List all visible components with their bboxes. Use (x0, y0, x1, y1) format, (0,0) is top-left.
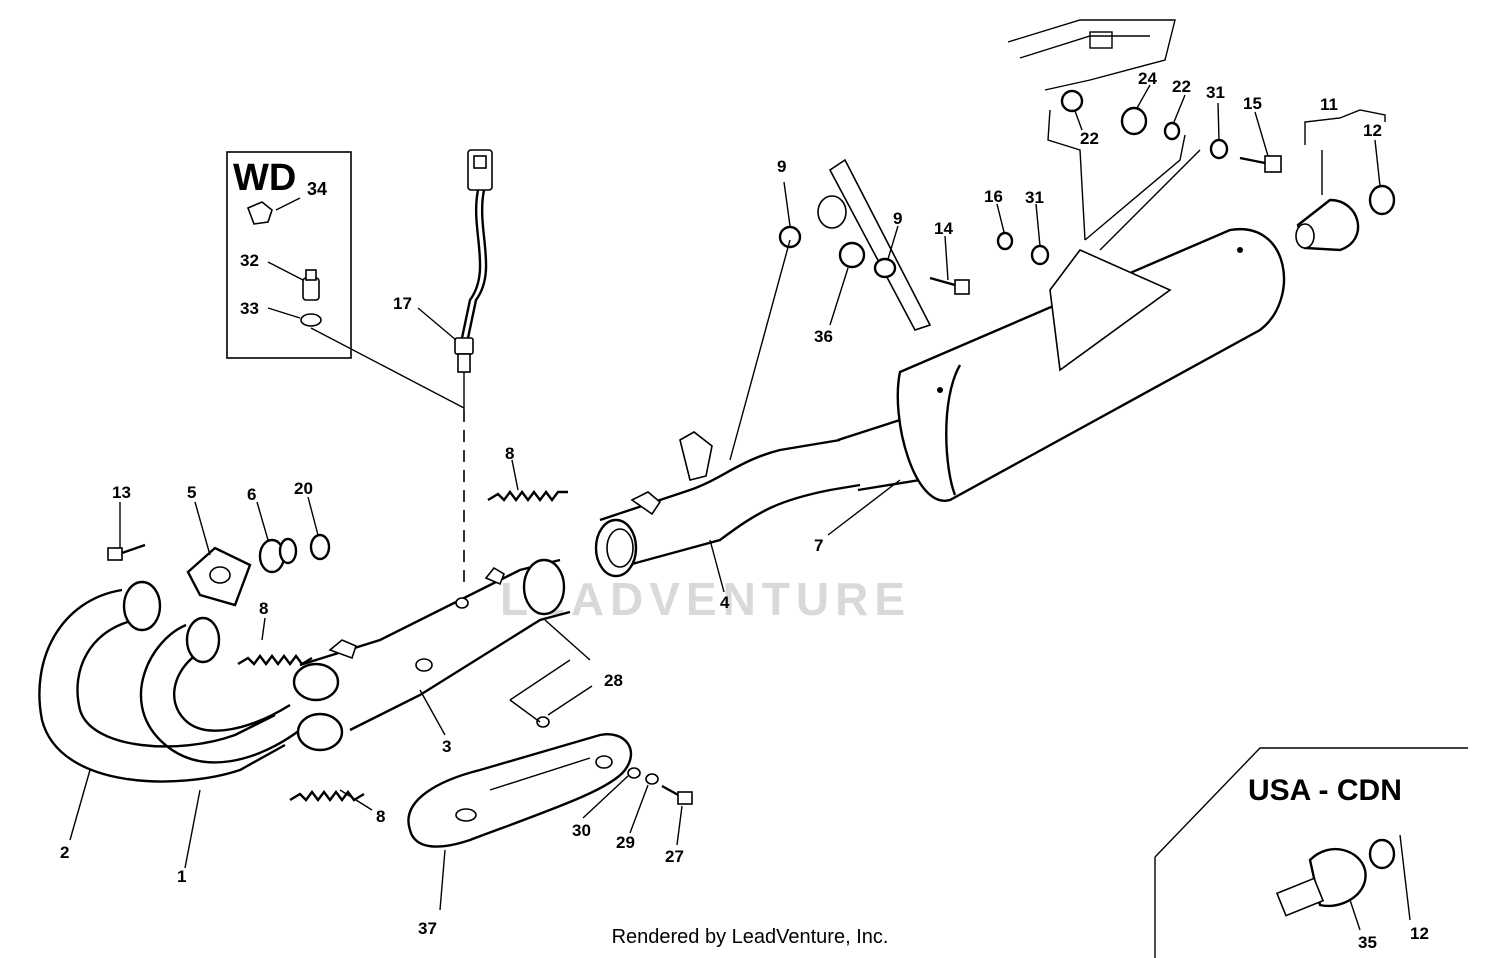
part-12-gasket-usa (1368, 838, 1396, 870)
part-15-bolt (1239, 155, 1282, 173)
label-29: 29 (616, 833, 635, 852)
leader-lines (69, 84, 1411, 931)
label-20: 20 (294, 479, 313, 498)
part-35-spark-arrestor (1275, 848, 1367, 917)
label-4: 4 (720, 593, 730, 612)
part-22-spacer-left (1060, 89, 1084, 113)
label-17: 17 (393, 294, 412, 313)
subframe-outline (1007, 19, 1176, 91)
label-8-middle: 8 (259, 599, 268, 618)
label-16: 16 (984, 187, 1003, 206)
part-bracket-tube (817, 158, 932, 331)
part-14-bolt (929, 276, 970, 295)
part-16-nut (996, 231, 1014, 251)
part-28-nut (536, 716, 550, 728)
label-22-left: 22 (1080, 129, 1099, 148)
part-3-collector (292, 558, 571, 752)
part-8-spring-lower (289, 790, 365, 802)
label-9-right: 9 (893, 209, 902, 228)
part-34-plug-icon (246, 197, 301, 225)
part-17-o2-sensor (417, 149, 493, 590)
part-9-grommet-left (778, 181, 802, 249)
inset-wd-title: WD (233, 157, 296, 199)
label-8-upper: 8 (505, 444, 514, 463)
part-33-washer-icon (267, 307, 322, 327)
label-7: 7 (814, 536, 823, 555)
inset-usa-cdn-title: USA - CDN (1248, 774, 1402, 807)
watermark-text: LEADVENTURE (500, 573, 911, 625)
label-8-lower: 8 (376, 807, 385, 826)
part-31-washer-lower (1030, 244, 1050, 266)
part-6-collar (258, 537, 298, 574)
inset-usa-cdn: USA - CDN (1154, 747, 1468, 958)
label-1: 1 (177, 867, 186, 886)
label-3: 3 (442, 737, 451, 756)
part-29-washer (645, 773, 659, 785)
part-22-spacer-right (1163, 121, 1181, 141)
leader-wd-to-pipe (310, 327, 465, 409)
part-labels: 13 5 6 20 8 8 8 2 1 3 4 7 37 28 30 29 27… (60, 69, 1429, 952)
inset-wd-label-34: 34 (307, 179, 327, 199)
part-20-gasket (309, 533, 331, 561)
label-13: 13 (112, 483, 131, 502)
label-36: 36 (814, 327, 833, 346)
part-7-muffler (837, 227, 1286, 502)
label-24: 24 (1138, 69, 1157, 88)
part-31-washer-upper (1209, 138, 1229, 160)
label-31-lower: 31 (1025, 188, 1044, 207)
part-27-bolt (661, 784, 693, 805)
label-37: 37 (418, 919, 437, 938)
part-5-flange (186, 546, 252, 607)
label-35: 35 (1358, 933, 1377, 952)
footer-credit: Rendered by LeadVenture, Inc. (611, 926, 889, 948)
label-31-upper: 31 (1206, 83, 1225, 102)
part-4-mid-pipe (594, 431, 861, 578)
label-32: 32 (240, 251, 259, 270)
label-11: 11 (1320, 95, 1338, 114)
part-13-bolt (107, 543, 146, 561)
label-30: 30 (572, 821, 591, 840)
part-8-spring-middle (237, 654, 313, 666)
label-12-usa: 12 (1410, 924, 1429, 943)
part-30-washer (627, 767, 641, 779)
label-2: 2 (60, 843, 69, 862)
part-24-grommet (1120, 106, 1148, 136)
inset-wd: WD 34 (226, 151, 352, 359)
label-9-left: 9 (777, 157, 786, 176)
label-12-upper: 12 (1363, 121, 1382, 140)
part-2-header-pipe (38, 580, 286, 783)
label-6: 6 (247, 485, 256, 504)
part-1-header-pipe (139, 616, 301, 764)
part-9-grommet-right (873, 257, 897, 279)
part-37-heat-shield (407, 733, 632, 848)
label-28: 28 (604, 671, 623, 690)
label-22-right: 22 (1172, 77, 1191, 96)
label-33: 33 (240, 299, 259, 318)
part-32-plug-icon (267, 261, 320, 301)
label-27: 27 (665, 847, 684, 866)
part-8-spring-upper (487, 490, 568, 502)
label-14: 14 (934, 219, 953, 238)
label-15: 15 (1243, 94, 1262, 113)
part-36-grommet (838, 241, 866, 269)
part-12-gasket (1368, 184, 1396, 216)
part-11-end-cap (1295, 198, 1360, 252)
label-5: 5 (187, 483, 196, 502)
